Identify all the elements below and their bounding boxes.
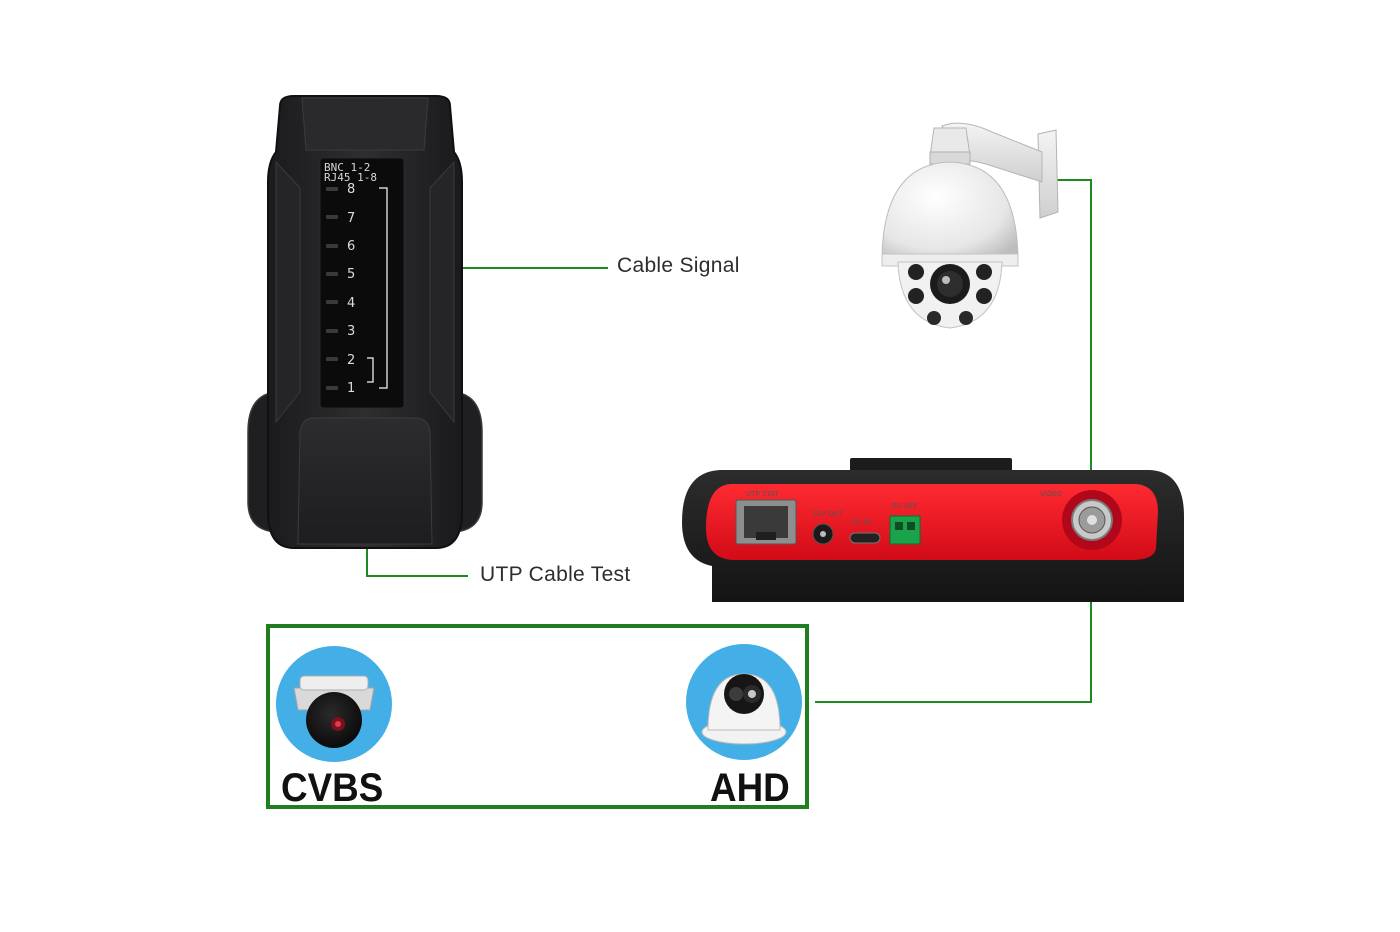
utp-cable-test-connector: [366, 543, 468, 577]
turret-camera-icon: [686, 644, 802, 760]
usb-port: [849, 532, 881, 544]
cable-tester-device: BNC 1-2 RJ45 1-8 8 7 6 5 4 3 2 1: [247, 95, 483, 549]
svg-text:4: 4: [347, 296, 355, 311]
led-row-3: 3: [326, 324, 355, 339]
led-row-7: 7: [326, 211, 355, 226]
rj45-bracket: [379, 187, 388, 389]
led-display-panel: [319, 157, 405, 409]
rs485-port-label: RS 485: [892, 502, 917, 510]
bnc-bracket: [367, 357, 374, 383]
tester-port-panel: UTP STAT 12V OUT 5V IN RS 485 VIDEO: [682, 458, 1184, 602]
rj45-port: [735, 499, 797, 545]
cvbs-label: CVBS: [281, 766, 384, 810]
panel-header-bnc: BNC 1-2: [324, 161, 370, 174]
bnc-connector: [1062, 490, 1122, 550]
svg-text:2: 2: [347, 353, 355, 368]
led-row-4: 4: [326, 296, 355, 311]
ahd-label: AHD: [710, 766, 790, 810]
cable-signal-label: Cable Signal: [617, 254, 740, 277]
svg-text:7: 7: [347, 211, 355, 226]
dc-port-label: 12V OUT: [812, 510, 844, 518]
led-row-8: 8: [326, 182, 355, 197]
video-port-label: VIDEO: [1040, 490, 1063, 498]
led-row-6: 6: [326, 239, 355, 254]
led-row-5: 5: [326, 267, 355, 282]
ptz-to-device-connector: [815, 179, 1092, 703]
utp-port-label: UTP STAT: [746, 490, 779, 498]
led-row-1: 1: [326, 381, 355, 396]
dome-camera-icon: [276, 646, 392, 762]
dc-jack: [812, 523, 834, 545]
led-row-2: 2: [326, 353, 355, 368]
ptz-camera-icon: [881, 122, 1059, 329]
rs485-terminal: [889, 515, 921, 545]
utp-cable-test-label: UTP Cable Test: [480, 563, 631, 586]
svg-text:3: 3: [347, 324, 355, 339]
svg-text:1: 1: [347, 381, 355, 396]
camera-types-box: [266, 624, 809, 809]
panel-header-rj45: RJ45 1-8: [324, 171, 377, 184]
svg-text:8: 8: [347, 182, 355, 197]
svg-text:6: 6: [347, 239, 355, 254]
usb-port-label: 5V IN: [852, 518, 871, 526]
svg-text:5: 5: [347, 267, 355, 282]
